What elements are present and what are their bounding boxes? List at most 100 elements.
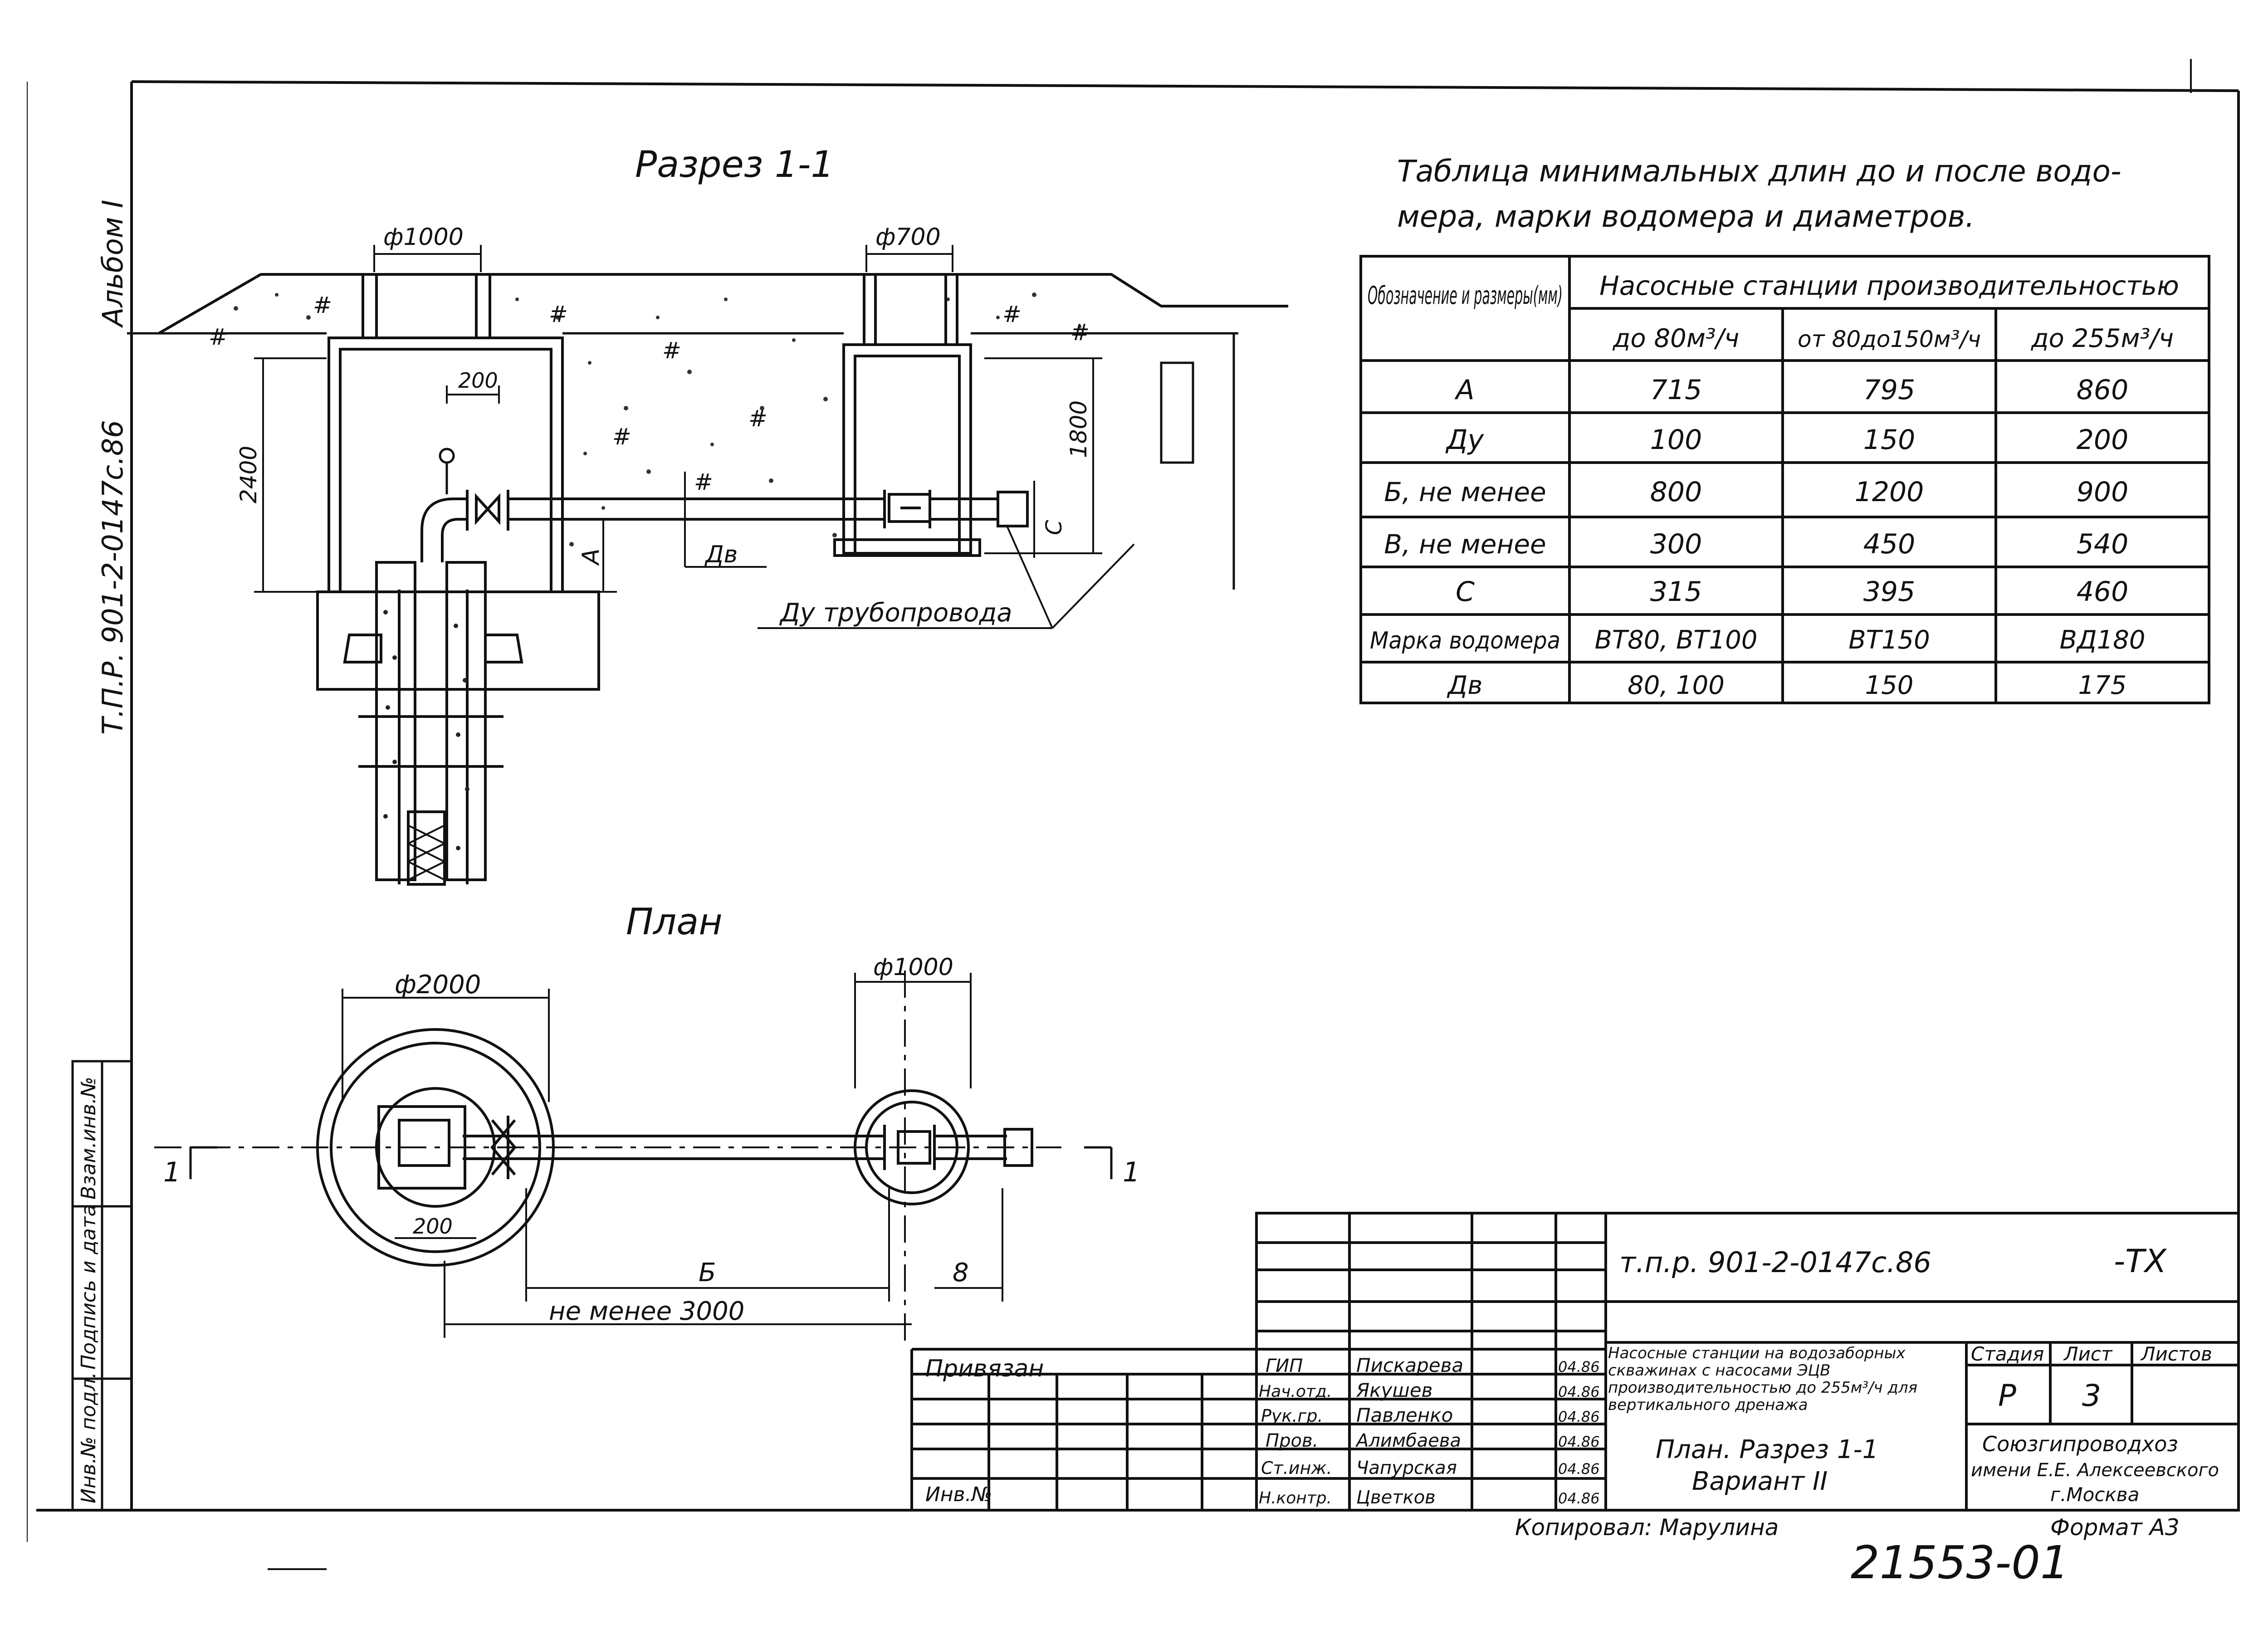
section-view: Разрез 1-1 # # # # # # # # # xyxy=(127,143,1288,886)
d1000-dimension: ф1000 xyxy=(383,224,464,251)
svg-text:Чапурская: Чапурская xyxy=(1356,1458,1457,1478)
replacement-inv-cell: Взам.инв.№ xyxy=(77,1077,100,1200)
sheet-title-2: Вариант II xyxy=(1692,1467,1828,1496)
svg-text:ГИП: ГИП xyxy=(1266,1356,1303,1376)
project-title: Насосные станции на водозаборных скважин… xyxy=(1608,1345,1918,1414)
org-line-3: г.Москва xyxy=(2050,1483,2139,1506)
dimension-A-label: А xyxy=(577,548,605,566)
table-col-3: до 255м³/ч xyxy=(2031,324,2174,353)
left-margin: Альбом I Т.П.Р. 901-2-0147с.86 Взам.инв.… xyxy=(71,200,133,1512)
staff-row: Ст.инж. Чапурская 04.86 xyxy=(1261,1458,1600,1478)
archive-number: 21553-01 xyxy=(1851,1536,2069,1589)
original-inv-cell: Инв.№ подл. xyxy=(77,1372,100,1503)
sheet-title-1: План. Разрез 1-1 xyxy=(1656,1435,1878,1464)
dimension-table: Таблица минимальных длин до и после водо… xyxy=(1359,154,2210,704)
svg-text:ВТ80, ВТ100: ВТ80, ВТ100 xyxy=(1595,625,1758,655)
dimension-8: 8 xyxy=(953,1258,969,1288)
svg-text:04.86: 04.86 xyxy=(1558,1460,1600,1478)
section-dimensions xyxy=(254,245,1135,629)
svg-text:800: 800 xyxy=(1650,476,1702,508)
well-flanges xyxy=(358,715,503,768)
album-label: Альбом I xyxy=(96,200,129,328)
plan-title: План xyxy=(626,901,723,943)
soil-hatch-marks: # # # # # # # # # xyxy=(209,292,1090,495)
signature-date-cell: Подпись и дата xyxy=(77,1205,100,1370)
gate-valve-icon xyxy=(466,490,509,531)
svg-text:ВД180: ВД180 xyxy=(2059,625,2145,655)
svg-text:Ст.инж.: Ст.инж. xyxy=(1261,1458,1332,1478)
dimension-B: Б xyxy=(699,1258,716,1288)
svg-text:#: # xyxy=(662,337,681,364)
right-chamber xyxy=(833,343,981,557)
manometer-icon xyxy=(439,448,455,464)
plan-dimensions xyxy=(342,973,1003,1338)
discharge-pipeline xyxy=(508,498,885,521)
pump-supports xyxy=(343,634,523,663)
stage-header: Стадия xyxy=(1971,1343,2044,1365)
staff-row: Рук.гр. Павленко 04.86 xyxy=(1261,1404,1600,1426)
table-row: Б, не менее 800 1200 900 xyxy=(1384,476,2128,508)
svg-text:80, 100: 80, 100 xyxy=(1628,671,1725,700)
table-col-1: до 80м³/ч xyxy=(1613,324,1740,353)
sheets-header: Листов xyxy=(2140,1343,2212,1365)
table-header-group: Насосные станции производительностью xyxy=(1599,270,2179,301)
svg-text:460: 460 xyxy=(2077,576,2129,608)
svg-text:795: 795 xyxy=(1863,374,1916,406)
height-2400-dimension: 2400 xyxy=(235,446,262,503)
svg-text:900: 900 xyxy=(2077,476,2129,508)
min-3000-dimension: не менее 3000 xyxy=(549,1297,744,1326)
svg-text:Дв: Дв xyxy=(1447,671,1483,700)
svg-text:Пров.: Пров. xyxy=(1266,1430,1318,1451)
svg-text:Н.контр.: Н.контр. xyxy=(1259,1489,1332,1507)
svg-text:Якушев: Якушев xyxy=(1356,1379,1432,1401)
plan-d1000-dimension: ф1000 xyxy=(873,954,953,981)
water-meter-icon xyxy=(883,490,1029,528)
org-line-1: Союзгипроводхоз xyxy=(1982,1432,2178,1456)
staff-row: Пров. Алимбаева 04.86 xyxy=(1266,1430,1600,1451)
table-col-2: от 80до150м³/ч xyxy=(1798,326,1981,352)
doc-code: т.п.р. 901-2-0147с.86 xyxy=(1619,1246,1931,1279)
svg-text:200: 200 xyxy=(2077,424,2129,456)
svg-text:315: 315 xyxy=(1650,576,1702,608)
plan-offset-200: 200 xyxy=(413,1214,453,1239)
sheet-value: 3 xyxy=(2082,1378,2101,1413)
side-marker-box xyxy=(1160,361,1194,464)
staff-row: Нач.отд. Якушев 04.86 xyxy=(1259,1379,1600,1401)
right-shaft-neck xyxy=(863,274,958,345)
section-cut-markers xyxy=(189,1146,1113,1179)
ground-surface xyxy=(158,273,1288,335)
well-casing-texture xyxy=(383,610,469,850)
svg-text:Марка водомера: Марка водомера xyxy=(1370,627,1560,654)
svg-text:Павленко: Павленко xyxy=(1356,1404,1453,1426)
svg-text:04.86: 04.86 xyxy=(1558,1408,1600,1425)
plan-view: План xyxy=(154,901,1140,1342)
svg-text:395: 395 xyxy=(1863,576,1916,608)
table-header-designation: Обозначение и размеры(мм) xyxy=(1368,281,1563,310)
svg-text:540: 540 xyxy=(2077,528,2129,560)
svg-text:ВТ150: ВТ150 xyxy=(1848,625,1930,655)
well-casing xyxy=(375,561,487,886)
soil-fill-texture xyxy=(234,293,1081,546)
riser-pipe-inner xyxy=(420,498,467,562)
staff-row: ГИП Пискарева 04.86 xyxy=(1266,1354,1600,1376)
svg-text:#: # xyxy=(612,424,631,450)
svg-text:04.86: 04.86 xyxy=(1558,1383,1600,1400)
svg-text:#: # xyxy=(694,469,713,495)
table-row: А 715 795 860 xyxy=(1454,374,2128,406)
left-foundation-slab xyxy=(316,590,600,691)
svg-text:150: 150 xyxy=(1863,424,1916,456)
d2000-dimension: ф2000 xyxy=(395,970,481,1000)
svg-text:#: # xyxy=(549,301,568,327)
svg-text:04.86: 04.86 xyxy=(1558,1490,1600,1507)
svg-text:С: С xyxy=(1456,576,1475,608)
svg-text:#: # xyxy=(209,324,228,350)
svg-text:1200: 1200 xyxy=(1855,476,1924,508)
doc-suffix: -ТХ xyxy=(2114,1243,2167,1280)
svg-text:860: 860 xyxy=(2077,374,2129,406)
svg-text:#: # xyxy=(1002,301,1022,327)
svg-text:Б, не менее: Б, не менее xyxy=(1384,477,1546,507)
svg-text:04.86: 04.86 xyxy=(1558,1433,1600,1450)
svg-text:175: 175 xyxy=(2078,671,2127,700)
